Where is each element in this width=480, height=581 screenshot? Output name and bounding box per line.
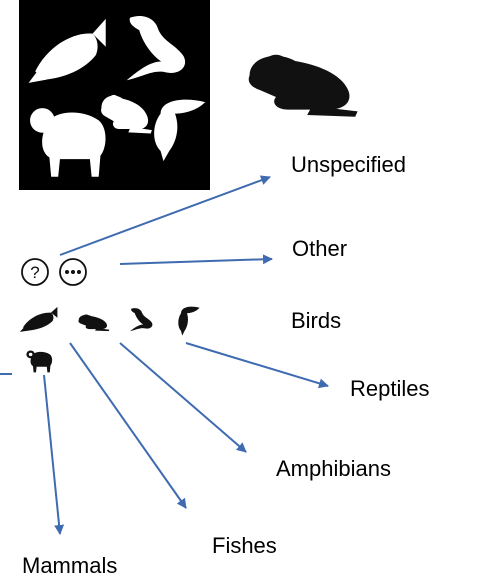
arrow-unspecified [59, 175, 271, 256]
label-mammals: Mammals [22, 553, 118, 578]
label-fishes: Fishes [212, 533, 277, 558]
label-reptiles: Reptiles [350, 376, 430, 401]
ellipsis-circle-icon [58, 257, 88, 287]
frog-icon [76, 309, 110, 333]
question-mark-circle-icon: ? [20, 257, 50, 287]
toucan-icon [172, 303, 202, 337]
label-birds: Birds [291, 308, 342, 333]
arrow-mammals [43, 374, 65, 535]
arrow-amphibians [119, 342, 247, 453]
fish-icon [19, 305, 59, 337]
ram-icon [24, 346, 54, 374]
animal-collage-tile [19, 0, 210, 190]
label-amphibians: Amphibians [276, 456, 391, 481]
arrow-reptiles [185, 342, 329, 389]
label-other: Other [292, 236, 348, 261]
label-unspecified: Unspecified [291, 152, 406, 177]
lizard-icon [127, 306, 157, 334]
svg-text:?: ? [30, 263, 39, 282]
arrow-other [119, 254, 273, 265]
arrow-fishes [69, 342, 187, 509]
